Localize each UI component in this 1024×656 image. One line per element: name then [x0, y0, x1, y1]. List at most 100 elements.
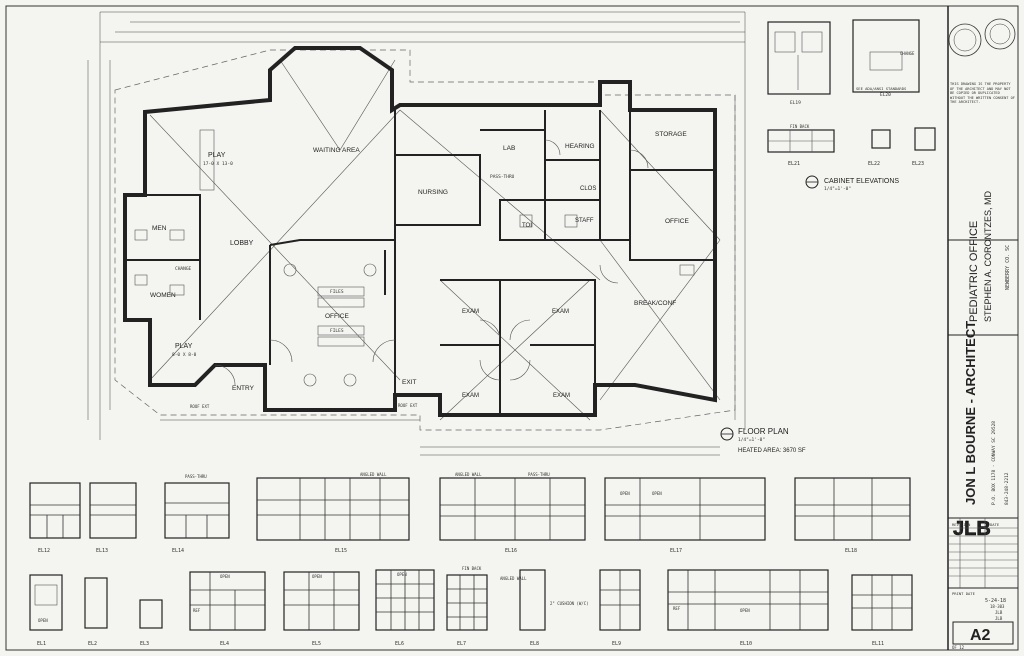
seal-note: THIS DRAWING IS THE PROPERTY OF THE ARCH… [950, 82, 1015, 105]
room-break-conf: BREAK/CONF [634, 300, 676, 307]
room-play-lower: PLAY [175, 343, 193, 350]
room-exam-1: EXAM [462, 309, 479, 315]
heated-area: HEATED AREA: 3670 SF [738, 448, 806, 454]
el7-fin-back: FIN BACK [462, 566, 482, 571]
el14-pass-thru: PASS-THRU [185, 474, 207, 479]
el5-open: OPEN [312, 574, 322, 579]
el2-label: EL2 [88, 641, 97, 647]
room-office-main: OFFICE [325, 313, 349, 320]
room-men: MEN [152, 225, 167, 232]
room-women: WOMEN [150, 292, 176, 299]
el8-angled-wall: ANGLED WALL [500, 576, 527, 581]
fixtures [134, 129, 695, 387]
el8-cushion: 2" CUSHION (W/C) [550, 601, 589, 606]
room-staff: STAFF [575, 218, 594, 224]
el7-label: EL7 [457, 641, 466, 647]
title-block: THIS DRAWING IS THE PROPERTY OF THE ARCH… [947, 6, 1018, 650]
door-swings [214, 139, 649, 386]
el16-pass-thru: PASS-THRU [528, 472, 550, 477]
room-change: CHANGE [175, 266, 192, 272]
architect-address: P.O. BOX 1178 - CONWAY SC 29528 [991, 421, 997, 505]
el18-label: EL18 [845, 548, 857, 554]
room-exam-2: EXAM [552, 309, 569, 315]
floor-plan-scale: 1/4"=1'-0" [738, 437, 765, 443]
plot-date: 5-24-18 [985, 598, 1006, 604]
checked-by: JLB [995, 616, 1003, 621]
el3-label: EL3 [140, 641, 149, 647]
sheet-border [5, 5, 1019, 651]
elevations-bottom-row: OPEN EL1 EL2 EL3 OPEN REF EL4 OPEN EL5 O… [29, 566, 913, 647]
room-exam-3: EXAM [462, 393, 479, 399]
room-clos: CLOS [580, 186, 596, 192]
el4-ref: REF [193, 608, 201, 613]
el17-open-2: OPEN [652, 491, 662, 496]
el11-label: EL11 [872, 641, 884, 647]
project-name: PEDIATRIC OFFICE [968, 221, 980, 322]
date-header: DATE [990, 522, 1000, 527]
el19-label: EL19 [790, 100, 801, 106]
el21-label: EL21 [788, 161, 800, 167]
label-files-2: FILES [330, 328, 344, 334]
el9-label: EL9 [612, 641, 621, 647]
el10-open: OPEN [740, 608, 750, 613]
toilet-details: EL19 CHANGE EL20 SEE ADA/ANSI STANDARDS [767, 19, 920, 106]
room-exit: EXIT [402, 379, 416, 386]
room-toi: TOI [522, 223, 532, 229]
client-name: STEPHEN A. CORONTZES, MD [983, 190, 993, 322]
architect-name: JON L BOURNE - ARCHITECT [963, 321, 978, 505]
el8-label: EL8 [530, 641, 539, 647]
el20-label: EL20 [880, 92, 891, 98]
interior-walls [125, 110, 715, 415]
room-entry: ENTRY [232, 385, 255, 392]
room-nursing: NURSING [418, 189, 448, 196]
room-play-upper-size: 17-0 X 13-0 [203, 161, 233, 167]
el17-open-1: OPEN [620, 491, 630, 496]
el6-open: OPEN [397, 572, 407, 577]
el12-label: EL12 [38, 548, 50, 554]
el13-label: EL13 [96, 548, 108, 554]
label-pass-thru: PASS-THRU [490, 174, 515, 180]
el23-label: EL23 [912, 161, 924, 167]
el16-angled-wall: ANGLED WALL [455, 472, 482, 477]
room-lobby: LOBBY [230, 240, 254, 247]
el10-ref: REF [673, 606, 681, 611]
drawn-by: JLB [995, 610, 1003, 615]
el1-label: EL1 [37, 641, 46, 647]
fin-back-label: FIN BACK [790, 124, 810, 129]
standards-note: SEE ADA/ANSI STANDARDS [856, 86, 907, 91]
firm-logo: JLB [953, 518, 991, 540]
el4-label: EL4 [220, 641, 229, 647]
room-hearing: HEARING [565, 143, 595, 150]
cabinet-elevations-top: FIN BACK EL21 EL22 EL23 CABINET ELEVATIO… [767, 124, 936, 192]
roof-outline [114, 49, 736, 431]
room-play-upper: PLAY [208, 152, 226, 159]
cabinet-elevations-label: CABINET ELEVATIONS [824, 178, 899, 185]
sheet-number: A2 [970, 627, 991, 644]
el15-angled-wall: ANGLED WALL [360, 472, 387, 477]
seal-architect [948, 23, 982, 57]
elevations-top-row: EL12 EL13 PASS-THRU EL14 ANGLED WALL EL1… [29, 472, 911, 554]
change-detail: CHANGE [900, 51, 915, 56]
revision-header: REVISION [952, 522, 971, 527]
el15-label: EL15 [335, 548, 347, 554]
room-office-right: OFFICE [665, 218, 689, 225]
room-waiting: WAITING AREA [313, 147, 360, 154]
room-exam-4: EXAM [553, 393, 570, 399]
seal-firm [984, 18, 1016, 50]
floor-plan-label: FLOOR PLAN [738, 427, 789, 436]
print-date-label: PRINT DATE [952, 591, 976, 596]
el6-label: EL6 [395, 641, 404, 647]
el22-label: EL22 [868, 161, 880, 167]
el5-label: EL5 [312, 641, 321, 647]
el10-label: EL10 [740, 641, 752, 647]
job-no: 18-303 [990, 604, 1005, 609]
project-location: NEWBERRY CO. SC [1005, 245, 1011, 290]
room-storage: STORAGE [655, 131, 687, 138]
el4-open: OPEN [220, 574, 230, 579]
el1-open: OPEN [38, 618, 48, 623]
label-roof-ext-1: ROOF EXT [190, 404, 210, 409]
room-labels: PLAY 17-0 X 13-0 WAITING AREA LOBBY MEN … [150, 131, 689, 409]
label-roof-ext-2: ROOF EXT [398, 403, 418, 408]
